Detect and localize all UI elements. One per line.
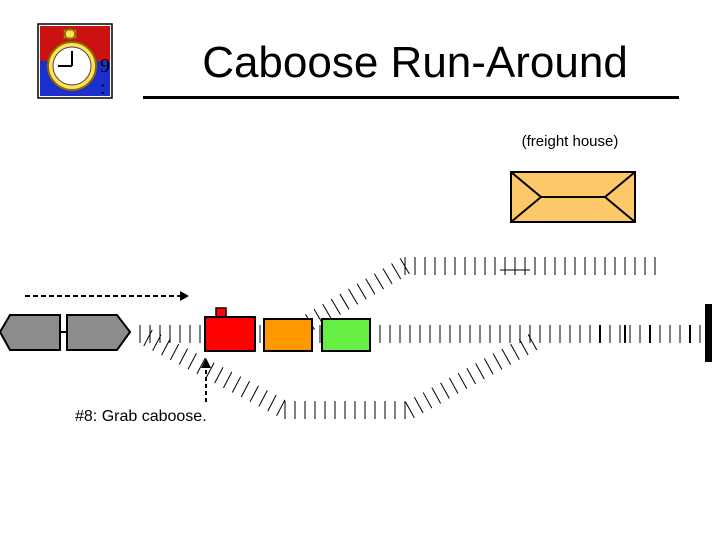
title-underline xyxy=(143,96,679,99)
track-tie xyxy=(405,401,415,419)
svg-text::: : xyxy=(100,77,106,99)
track-tie xyxy=(527,334,538,351)
track-tie xyxy=(492,353,503,370)
caboose-pointer-arrow xyxy=(201,358,211,402)
track-tie xyxy=(510,343,520,360)
track-tie xyxy=(161,339,171,356)
track-tie xyxy=(143,329,153,347)
track-tie xyxy=(518,338,529,356)
caboose[interactable] xyxy=(204,307,256,352)
track-tie xyxy=(365,278,376,295)
track-tie xyxy=(178,348,189,365)
track-tie xyxy=(422,392,433,409)
track-tie xyxy=(431,387,442,404)
track-tie xyxy=(330,298,341,315)
step-label: #8: Grab caboose. xyxy=(75,408,207,425)
track-tie xyxy=(322,303,333,320)
track-tie xyxy=(457,372,468,390)
lower-siding-track xyxy=(143,329,538,419)
track-tie xyxy=(466,367,477,385)
track-tie xyxy=(187,353,197,370)
engine-locomotive[interactable] xyxy=(0,314,132,351)
track-tie xyxy=(223,371,233,389)
track-tie xyxy=(249,385,259,403)
track-tie xyxy=(205,362,215,379)
slide-title: Caboose Run-Around xyxy=(202,38,628,87)
track-tie xyxy=(382,268,393,285)
freight-car-green[interactable] xyxy=(321,318,371,352)
upper-siding-track xyxy=(304,257,656,331)
track-tie xyxy=(169,343,180,361)
freight-house xyxy=(510,171,636,223)
track-tie xyxy=(276,399,286,416)
track-tie xyxy=(501,348,512,365)
track-tie xyxy=(267,394,277,412)
freight-car-orange[interactable] xyxy=(263,318,313,352)
track-tie xyxy=(391,263,402,280)
track-tie xyxy=(475,363,485,380)
track-tie xyxy=(483,358,494,375)
svg-text:9: 9 xyxy=(100,55,110,77)
track-tie xyxy=(231,376,242,393)
track-tie xyxy=(356,283,367,300)
engine-move-arrow xyxy=(25,291,189,301)
track-tie xyxy=(448,377,459,394)
track-tie xyxy=(348,288,359,305)
track-tie xyxy=(196,357,206,375)
stopwatch-icon: 9 : xyxy=(37,23,113,99)
track-tie xyxy=(258,390,268,407)
track-bumper xyxy=(705,304,712,362)
freight-house-label: (freight house) xyxy=(521,133,619,150)
track-tie xyxy=(440,382,450,399)
track-tie xyxy=(373,273,384,290)
track-tie xyxy=(413,397,424,414)
track-tie xyxy=(339,293,350,310)
track-tie xyxy=(240,380,251,398)
track-tie xyxy=(152,334,162,351)
track-tie xyxy=(214,367,224,384)
